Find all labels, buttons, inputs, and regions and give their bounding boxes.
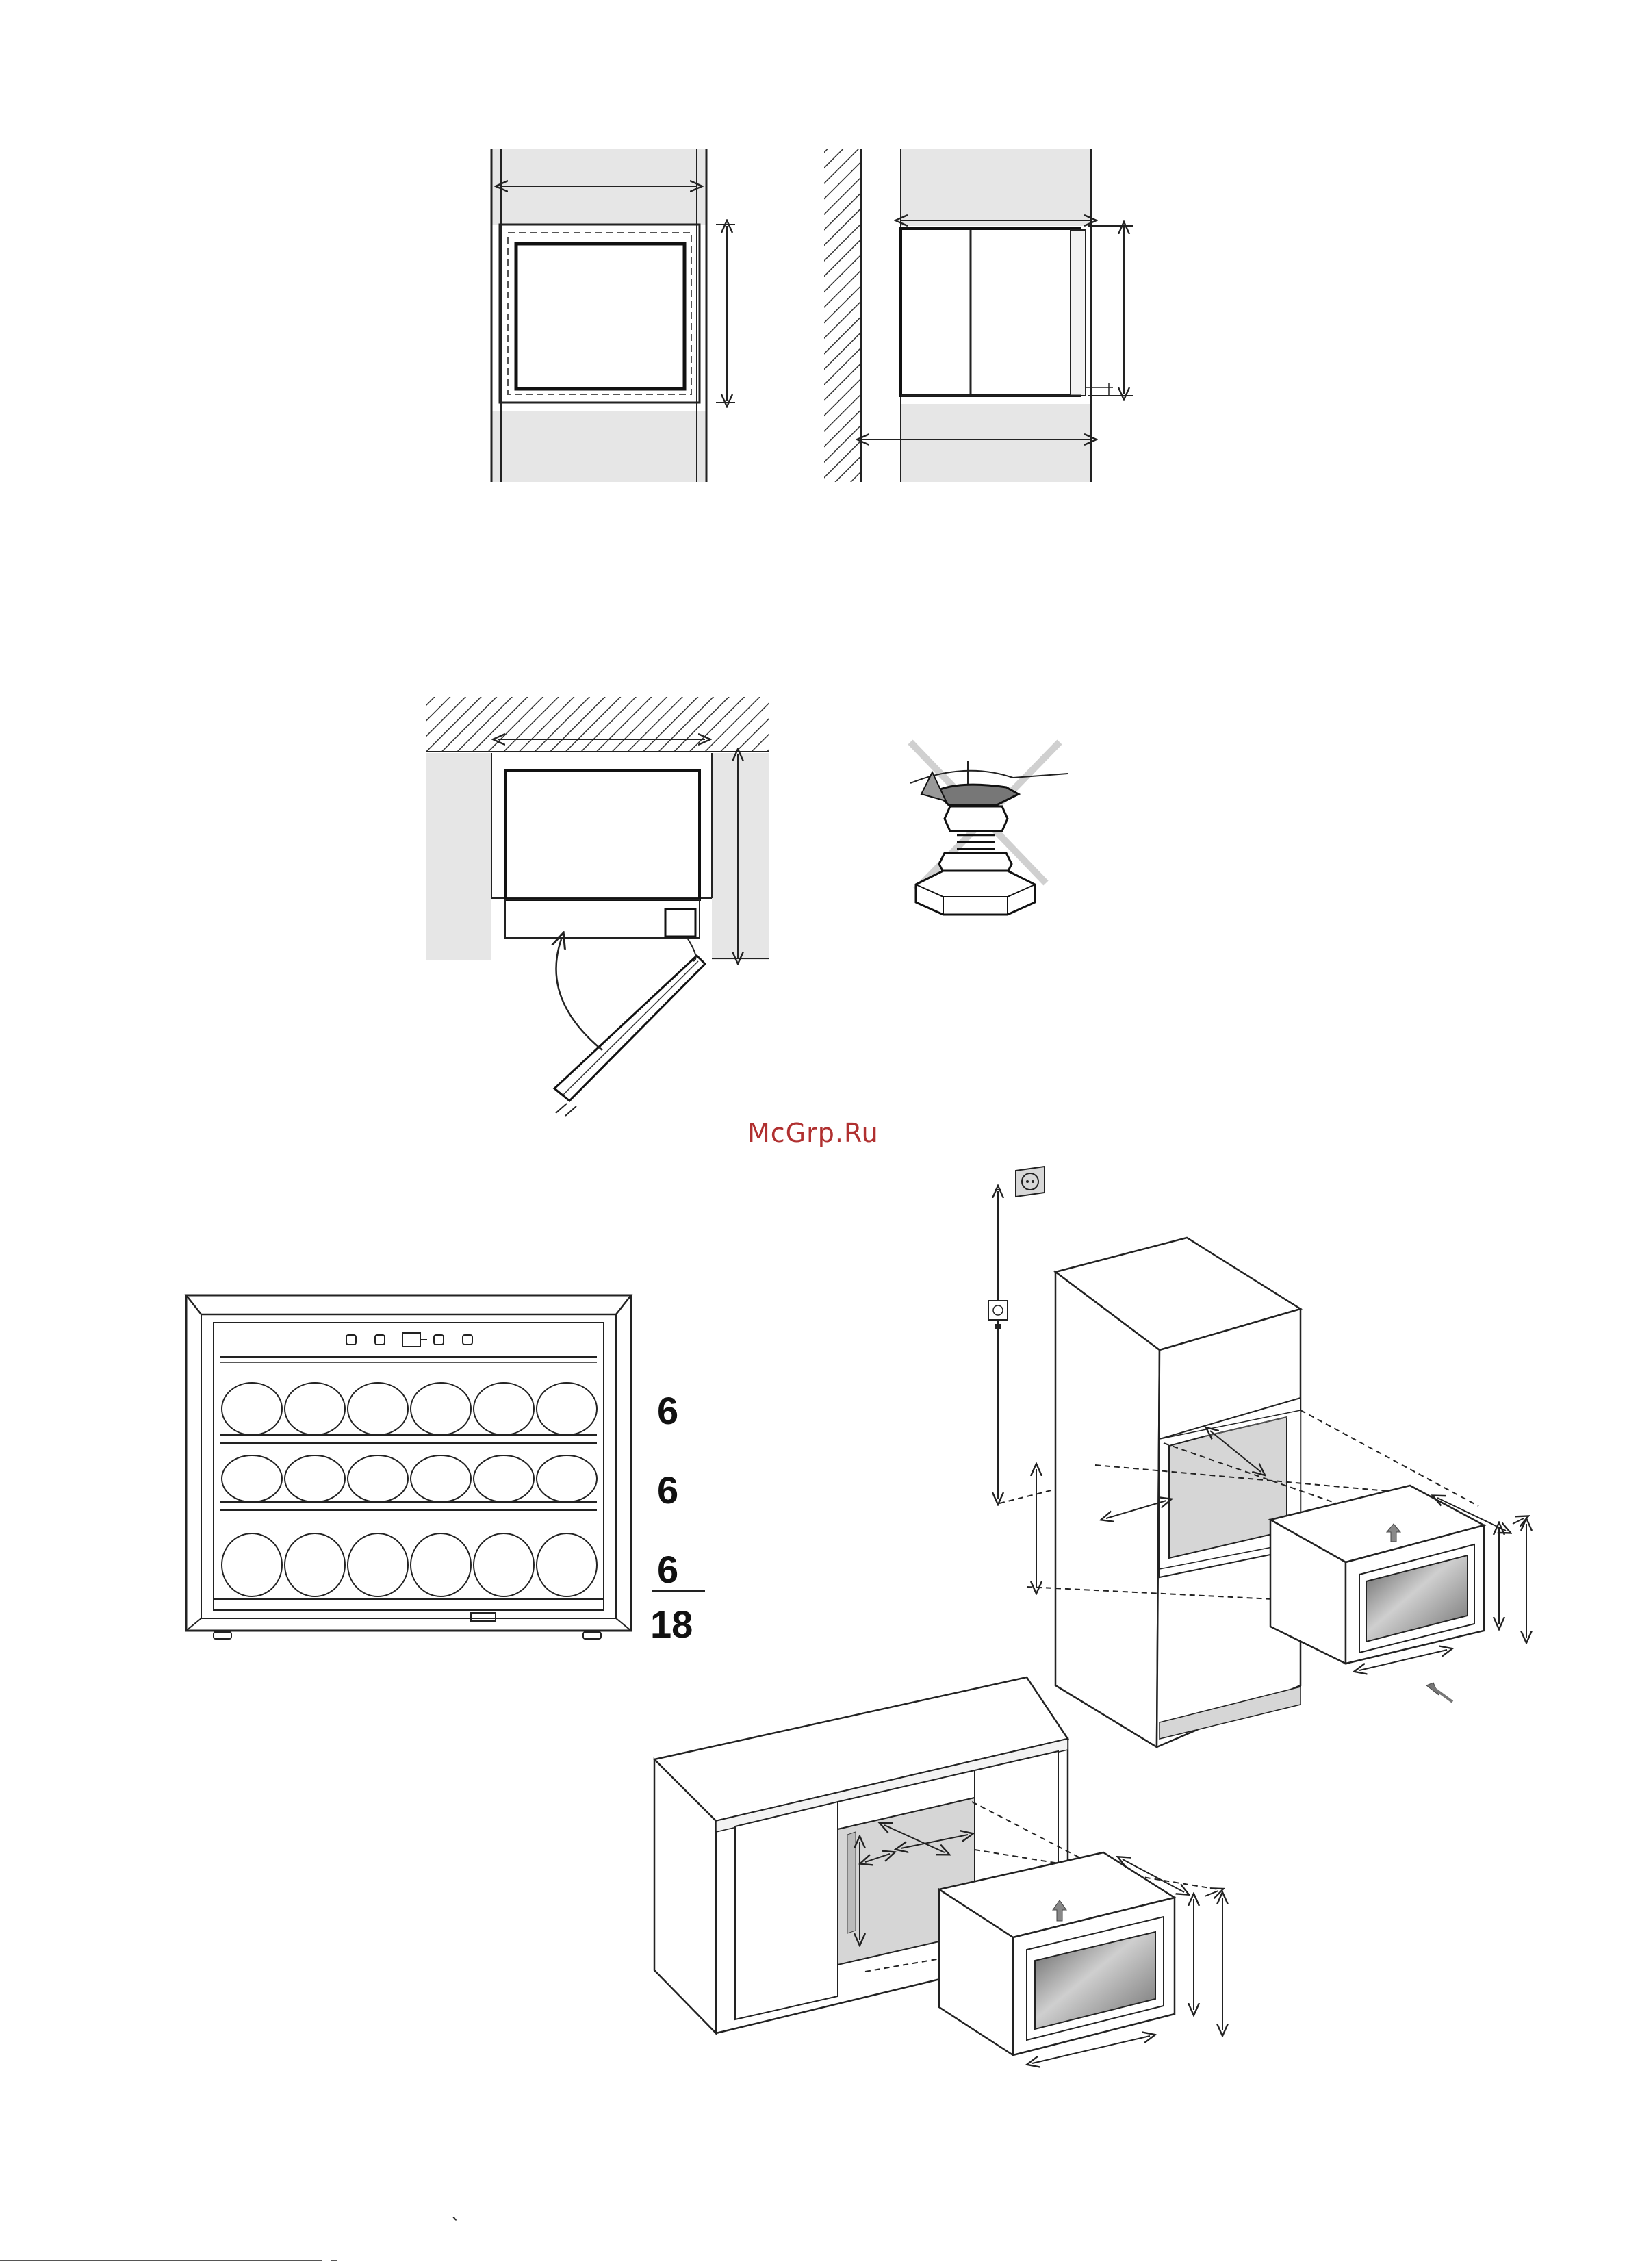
- bottle-row-middle: [222, 1455, 597, 1502]
- plug-icon: [988, 1301, 1008, 1335]
- side-niche-view: [824, 149, 1133, 482]
- control-panel: [346, 1333, 472, 1347]
- bottle-capacity-front: [186, 1295, 631, 1639]
- stray-mark: `: [450, 2215, 461, 2239]
- leveling-foot-warning: [910, 742, 1068, 915]
- bottle-row-top: [222, 1383, 597, 1435]
- bottle-row-bottom: [222, 1533, 597, 1596]
- bottle-count-total: 18: [650, 1603, 693, 1646]
- front-niche-view: [491, 149, 735, 482]
- socket-wall-icon: [1016, 1167, 1045, 1197]
- tall-cabinet-installation: [988, 1167, 1526, 1747]
- watermark-text: McGrp.Ru: [747, 1118, 879, 1148]
- bottle-count-middle: 6: [657, 1468, 678, 1512]
- bottle-count-bottom: 6: [657, 1548, 678, 1591]
- bottle-count-top: 6: [657, 1389, 678, 1432]
- top-door-swing-view: [426, 697, 769, 1116]
